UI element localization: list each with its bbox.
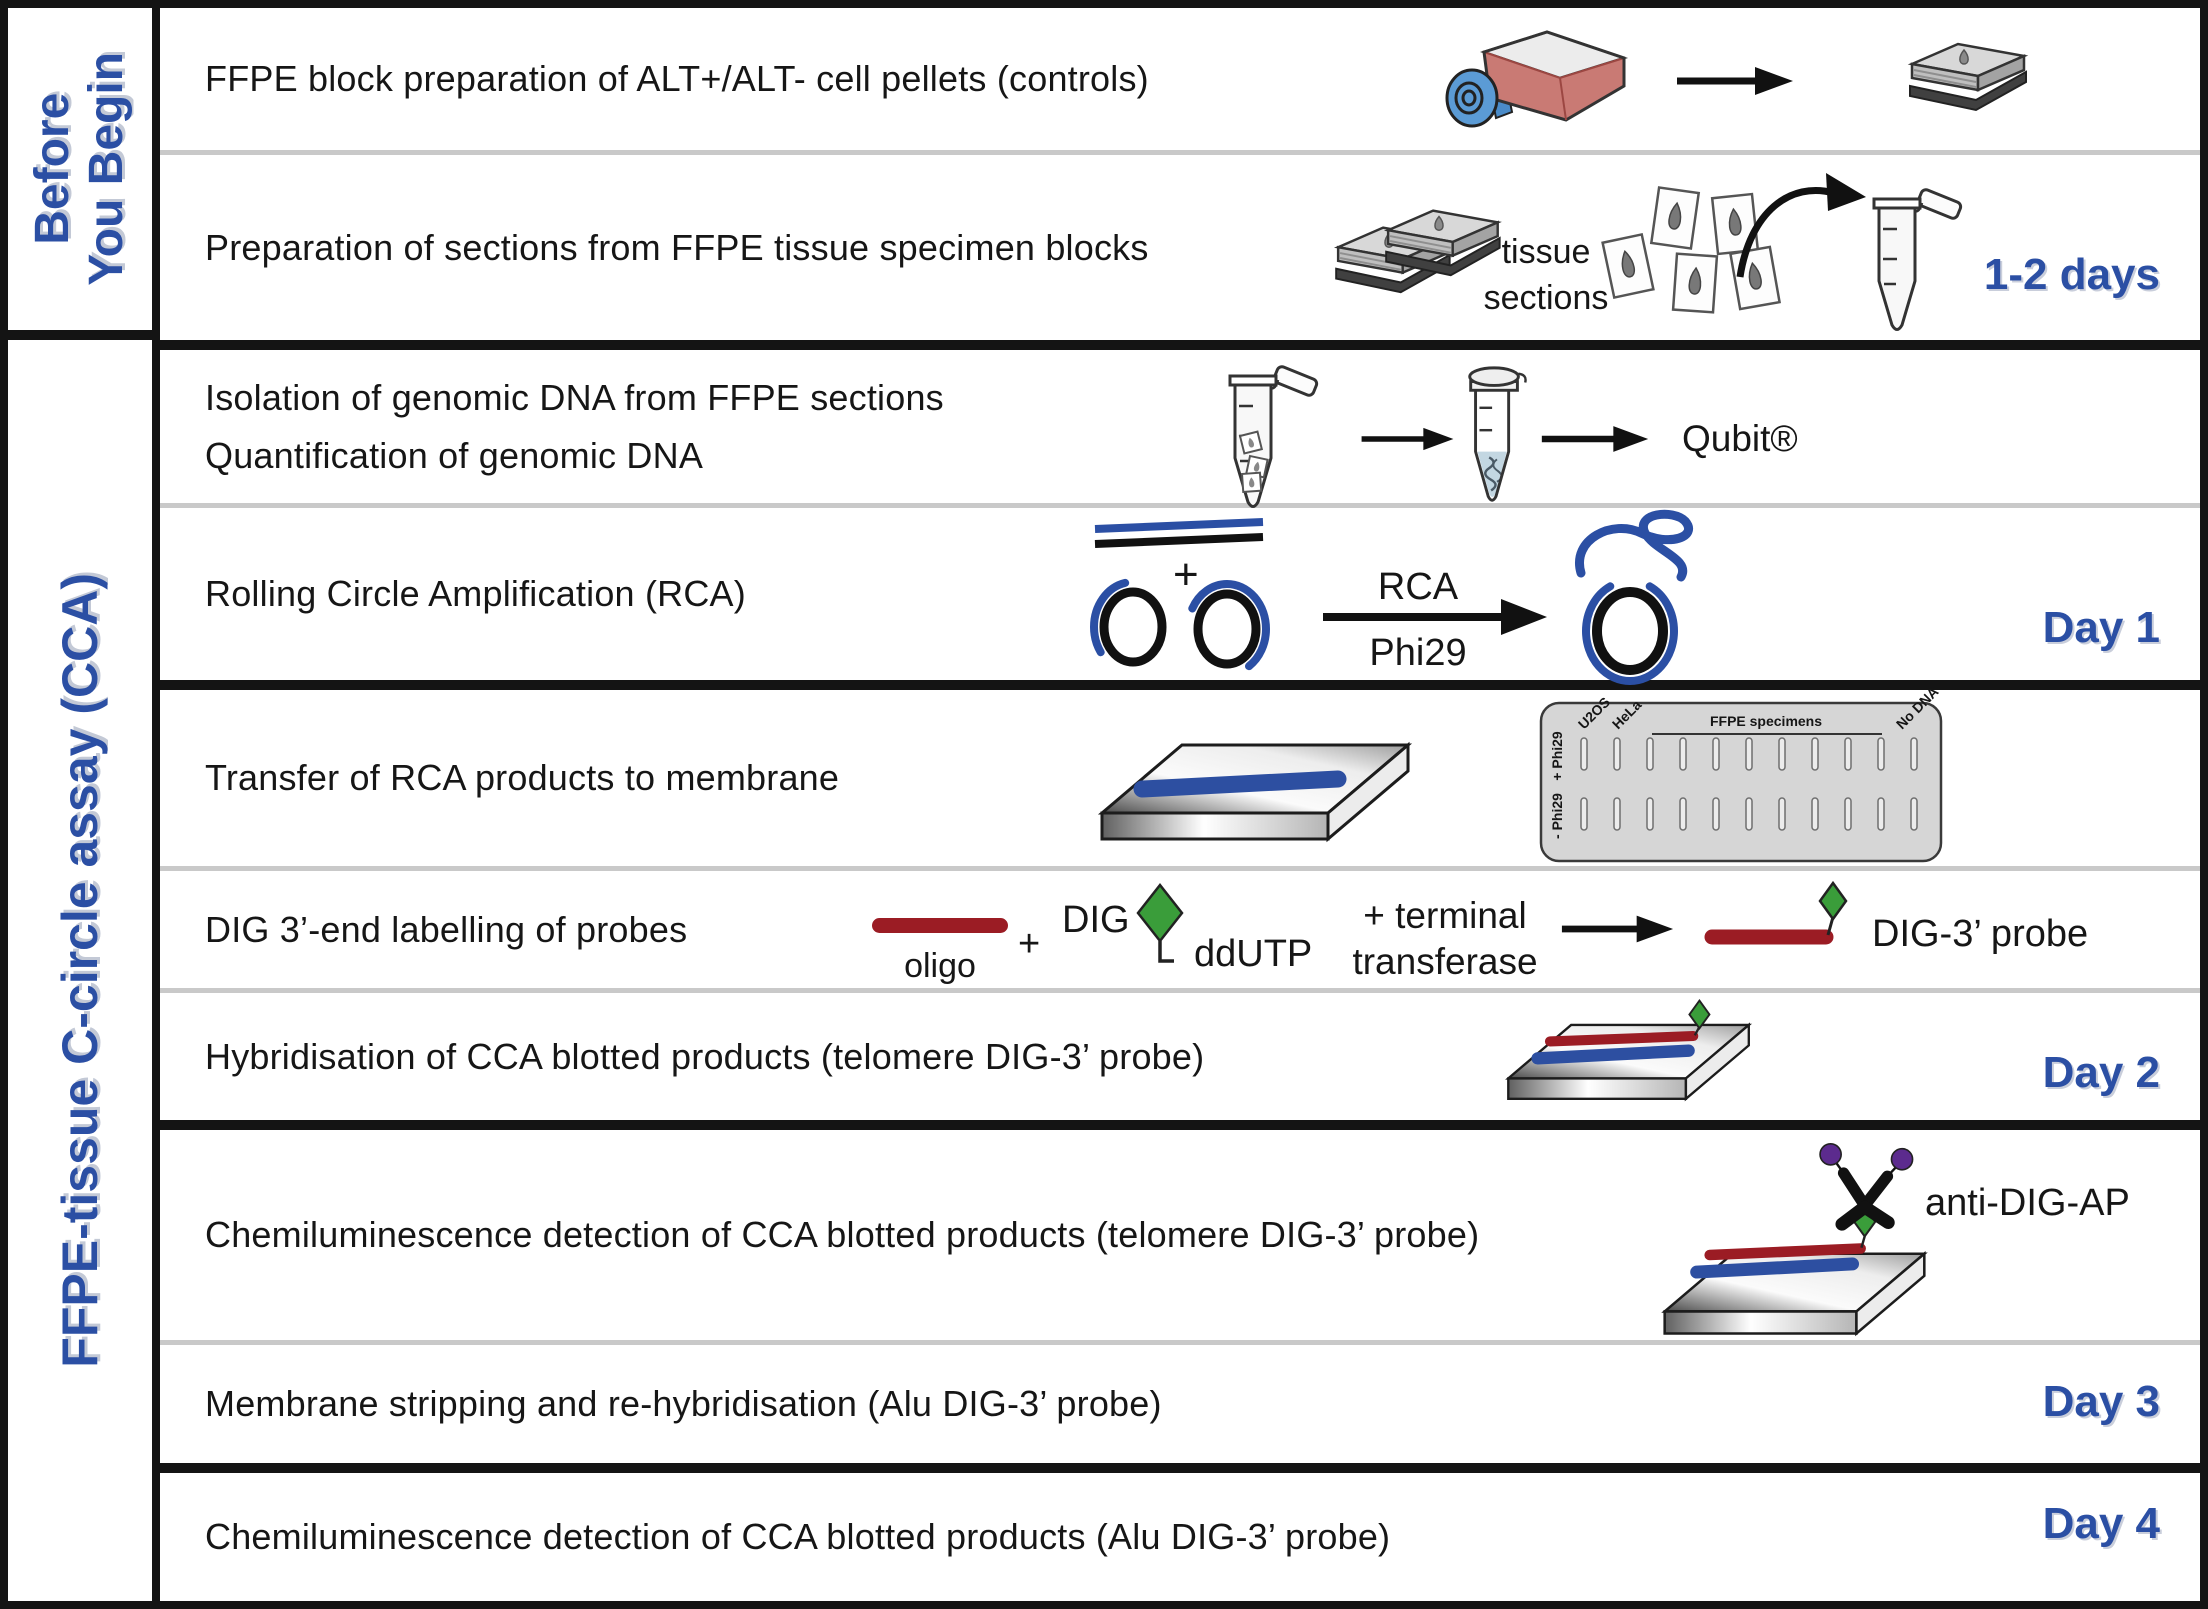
arrow-icon [1360,421,1455,457]
membrane-icon [1090,715,1420,865]
step-label: Chemiluminescence detection of CCA blott… [205,1516,1391,1557]
cca-section-label: FFPE-tissue C-circle assay (CCA) [52,573,108,1368]
step-label: Membrane stripping and re-hybridisation … [205,1383,1162,1424]
cell-culture-flask-icon [1445,30,1629,128]
step-row-dna-isolation: Isolation of genomic DNA from FFPE secti… [160,350,2200,508]
step-label-line2: Quantification of genomic DNA [205,434,704,476]
dig3-probe-icon [1704,880,1848,945]
blot-slots [1580,737,1918,831]
hybridised-membrane-icon [1496,998,1758,1117]
step-row-section-preparation: Preparation of sections from FFPE tissue… [160,155,2200,350]
dig3-probe-label: DIG-3’ probe [1872,913,2089,955]
anti-dig-ap-label: anti-DIG-AP [1925,1182,2130,1224]
step-row-rca: Rolling Circle Amplification (RCA) + RCA… [160,508,2200,690]
section-cca: FFPE-tissue C-circle assay (CCA) [8,340,152,1601]
curved-arrow-icon [1736,173,1866,278]
terminal-line1: + terminal [1363,895,1527,936]
ffpe-block-icon [1898,28,2030,120]
day-label: Day 4 [2042,1499,2160,1548]
tissue-slide-icon [1648,184,1702,252]
step-label: Hybridisation of CCA blotted products (t… [205,1035,1205,1077]
rca-arrow-bottom-label: Phi29 [1369,632,1466,674]
rca-reaction-icon: + RCA Phi29 [1090,509,1693,685]
day-label: Day 3 [2042,1377,2160,1426]
qubit-label: Qubit® [1682,418,1798,459]
rca-arrow-top-label: RCA [1378,566,1459,608]
step-label: Chemiluminescence detection of CCA blott… [205,1214,1480,1255]
microtube-dna-icon [1468,366,1527,502]
arrow-icon [1675,63,1795,99]
oligo-bar-icon [872,918,1008,933]
blot-ffpe-specimens-label: FFPE specimens [1710,713,1822,729]
blot-minus-phi29-label: - Phi29 [1549,793,1565,839]
step-row-stripping-rehybridisation: Membrane stripping and re-hybridisation … [160,1345,2200,1473]
step-row-chemiluminescence-telomere: Chemiluminescence detection of CCA blott… [160,1130,2200,1345]
step-label: FFPE block preparation of ALT+/ALT- cell… [205,58,1149,99]
day-label: Day 1 [2042,603,2160,652]
arrow-icon [1560,911,1675,947]
before-line1: Before [26,92,80,246]
dot-blot-icon: U2OS HeLa FFPE specimens No DNA + Phi29 … [1539,683,1943,863]
step-row-dig-labelling: DIG 3’-end labelling of probes oligo + D… [160,871,2200,993]
ddutp-label: ddUTP [1194,933,1313,975]
duration-label: 1-2 days [1983,250,2160,299]
tissue-sections-caption: tissue sections [1483,233,1609,317]
plus-sign: + [1018,923,1041,965]
step-label: Preparation of sections from FFPE tissue… [205,226,1149,268]
step-row-chemiluminescence-alu: Chemiluminescence detection of CCA blott… [160,1473,2200,1601]
step-label: Isolation of genomic DNA from FFPE secti… [160,369,944,484]
oligo-label: oligo [904,947,976,985]
plus-sign: + [1173,550,1199,599]
step-label: Rolling Circle Amplification (RCA) [205,573,746,614]
arrow-icon [1540,421,1650,457]
step-row-membrane-transfer: Transfer of RCA products to membrane U2O… [160,683,2200,871]
day-label: Day 2 [2042,1048,2160,1097]
microtube-sections-icon [1202,362,1332,514]
detection-membrane-antibody-icon [1648,1143,1928,1325]
dig-diamond-icon [1136,882,1184,963]
step-row-hybridisation: Hybridisation of CCA blotted products (t… [160,993,2200,1130]
terminal-line2: transferase [1352,941,1538,983]
dig-label: DIG [1062,899,1130,941]
step-label: DIG 3’-end labelling of probes [205,908,688,950]
microtube-icon [1846,185,1976,337]
tissue-slide-icon [1670,250,1720,315]
step-label: Transfer of RCA products to membrane [205,757,840,798]
step-row-ffpe-block-prep: FFPE block preparation of ALT+/ALT- cell… [160,8,2200,155]
blot-plus-phi29-label: + Phi29 [1549,731,1565,781]
antibody-icon [1819,1143,1914,1231]
before-line2: You Begin [80,52,133,286]
steps-table: FFPE block preparation of ALT+/ALT- cell… [160,8,2200,1601]
terminal-transferase-label: + terminal transferase [1330,893,1560,986]
step-label-line1: Isolation of genomic DNA from FFPE secti… [205,376,944,418]
